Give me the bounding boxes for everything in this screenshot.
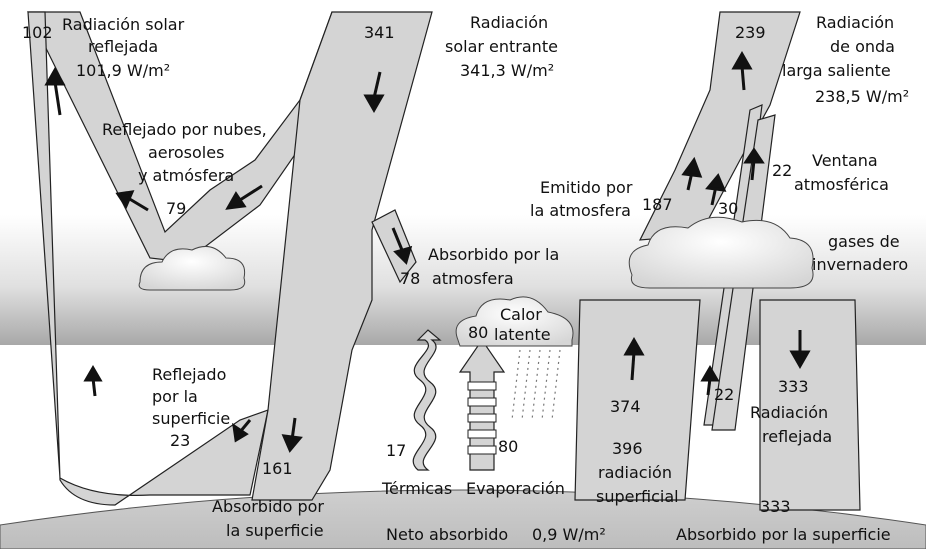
earth-surface [0, 489, 926, 549]
surface-rad-1: radiación [598, 463, 672, 482]
surface-rad-2: superficial [596, 487, 679, 506]
olr-wm2: 238,5 W/m² [815, 87, 909, 106]
olr-title-2: de onda [830, 37, 895, 56]
olr-value: 239 [735, 23, 766, 42]
latent-value: 80 [468, 323, 488, 342]
incoming-value: 341 [364, 23, 395, 42]
emitted-atm-value: 187 [642, 195, 673, 214]
cloud-right [628, 216, 814, 289]
olr-title-3: larga saliente [782, 61, 891, 80]
surface-abs-1: Absorbido por [212, 497, 324, 516]
window-2: atmosférica [794, 175, 889, 194]
evaporation-steps [467, 381, 497, 455]
back-abs-label: Absorbido por la superficie [676, 525, 891, 544]
window-1: Ventana [812, 151, 878, 170]
reflected-surface-1: Reflejado [152, 365, 226, 384]
net-label: Neto absorbido [386, 525, 508, 544]
reflected-solar-title-1: Radiación solar [62, 15, 185, 34]
surface-up-value: 374 [610, 397, 641, 416]
back-abs-value: 333 [760, 497, 791, 516]
ghg-1: gases de [828, 232, 900, 251]
atm-absorption-branch [371, 209, 417, 284]
back-rad-value: 333 [778, 377, 809, 396]
back-rad-2: reflejada [762, 427, 832, 446]
back-rad-1: Radiación [750, 403, 828, 422]
labels: 102 Radiación solar reflejada 101,9 W/m²… [22, 13, 909, 544]
reflected-clouds-2: aerosoles [148, 143, 224, 162]
emitted-atm-1: Emitido por [540, 178, 633, 197]
thermals-value: 17 [386, 441, 406, 460]
incoming-title-2: solar entrante [445, 37, 558, 56]
surface-window-value: 22 [714, 385, 734, 404]
window-value: 22 [772, 161, 792, 180]
reflected-clouds-1: Reflejado por nubes, [102, 120, 267, 139]
reflected-solar-wm2: 101,9 W/m² [76, 61, 170, 80]
surface-abs-value: 161 [262, 459, 293, 478]
thermals-label: Térmicas [381, 479, 452, 498]
reflected-clouds-value: 79 [166, 199, 186, 218]
evap-value: 80 [498, 437, 518, 456]
cloud-latent [455, 296, 574, 347]
absorbed-atm-1: Absorbido por la [428, 245, 559, 264]
incoming-title-1: Radiación [470, 13, 548, 32]
reflected-solar-value: 102 [22, 23, 53, 42]
back-radiation-band [759, 299, 861, 511]
absorbed-atm-2: atmosfera [432, 269, 514, 288]
ghg-to-space-value: 30 [718, 199, 738, 218]
reflected-surface-2: por la [152, 387, 198, 406]
incoming-wm2: 341,3 W/m² [460, 61, 554, 80]
emitted-atm-2: la atmosfera [530, 201, 631, 220]
rain-drops [511, 349, 561, 421]
surface-radiation-band [574, 299, 701, 501]
reflected-surface-value: 23 [170, 431, 190, 450]
reflected-surface-3: superficie [152, 409, 230, 428]
surface-abs-2: la superficie [226, 521, 324, 540]
reflected-solar-title-2: reflejada [88, 37, 158, 56]
olr-title-1: Radiación [816, 13, 894, 32]
net-value: 0,9 W/m² [532, 525, 606, 544]
latent-1: Calor [500, 305, 542, 324]
flow-arrows [44, 50, 811, 453]
ghg-2: invernadero [812, 255, 908, 274]
cloud-left [138, 245, 246, 291]
thermals-arrow [412, 329, 442, 471]
incoming-solar-band [251, 11, 433, 501]
latent-2: latente [494, 325, 551, 344]
absorbed-atm-value: 78 [400, 269, 420, 288]
evap-label: Evaporación [466, 479, 565, 498]
surface-total-value: 396 [612, 439, 643, 458]
reflected-clouds-3: y atmósfera [138, 166, 234, 185]
